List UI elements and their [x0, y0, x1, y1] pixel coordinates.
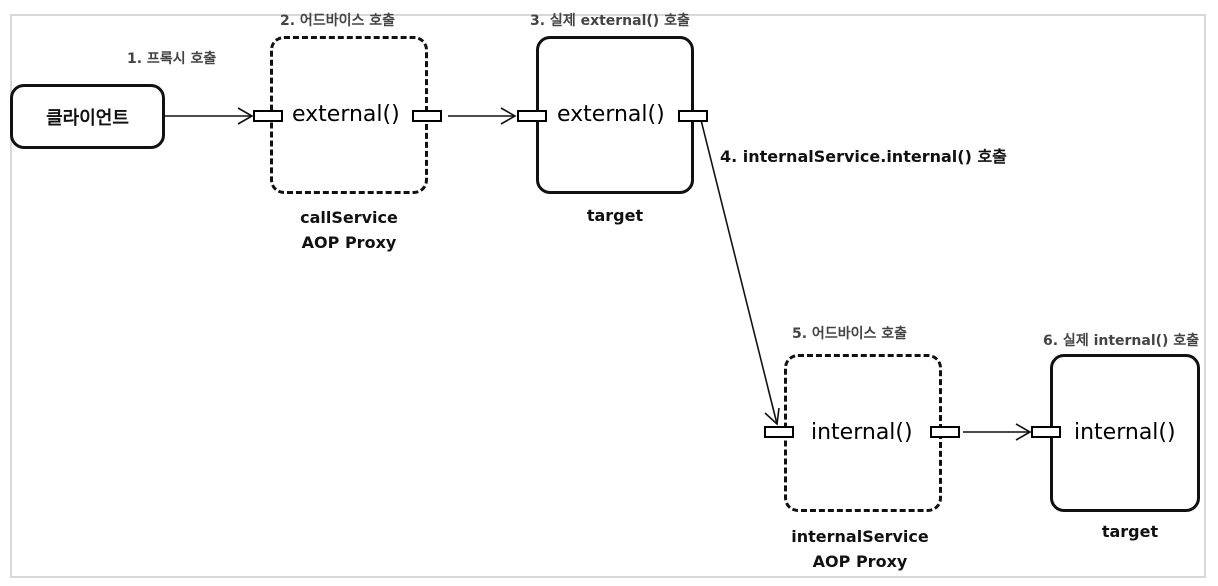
- target-external-in-port: [517, 110, 547, 122]
- proxy-internal-out-port: [930, 426, 960, 438]
- step-1-label: 1. 프록시 호출: [127, 51, 217, 67]
- arrowhead-internal-service-call: [764, 407, 780, 426]
- proxy-internal-method: internal(): [811, 420, 913, 445]
- proxy-external-in-port: [253, 110, 283, 122]
- client-label: 클라이언트: [46, 108, 129, 129]
- step-6-label: 6. 실제 internal() 호출: [1043, 333, 1200, 349]
- internal-service-target-name: target: [1101, 522, 1159, 541]
- client-box: 클라이언트: [10, 84, 165, 149]
- internal-service-name: internalService: [791, 527, 929, 546]
- internal-service-proxy-name: AOP Proxy: [812, 552, 908, 571]
- proxy-external-method: external(): [292, 102, 400, 127]
- step-5-label: 5. 어드바이스 호출: [792, 326, 907, 342]
- step-4-label: 4. internalService.internal() 호출: [720, 147, 1007, 166]
- arrowhead-internal-call: [1015, 423, 1032, 441]
- target-internal-method: internal(): [1074, 420, 1176, 445]
- target-external-method: external(): [557, 102, 665, 127]
- step-3-label: 3. 실제 external() 호출: [530, 13, 690, 29]
- proxy-external-out-port: [412, 110, 442, 122]
- target-external-out-port: [678, 110, 708, 122]
- arrowhead-external-call: [500, 107, 517, 125]
- target-internal-in-port: [1031, 426, 1061, 438]
- arrow-internal-service-call: [700, 119, 778, 425]
- arrowhead-proxy-call: [237, 107, 254, 125]
- proxy-internal-in-port: [764, 426, 794, 438]
- call-service-proxy-name: AOP Proxy: [301, 233, 397, 252]
- call-service-name: callService: [300, 208, 398, 227]
- call-service-target-name: target: [586, 206, 644, 225]
- diagram-frame: [10, 14, 1206, 578]
- step-2-label: 2. 어드바이스 호출: [280, 13, 395, 29]
